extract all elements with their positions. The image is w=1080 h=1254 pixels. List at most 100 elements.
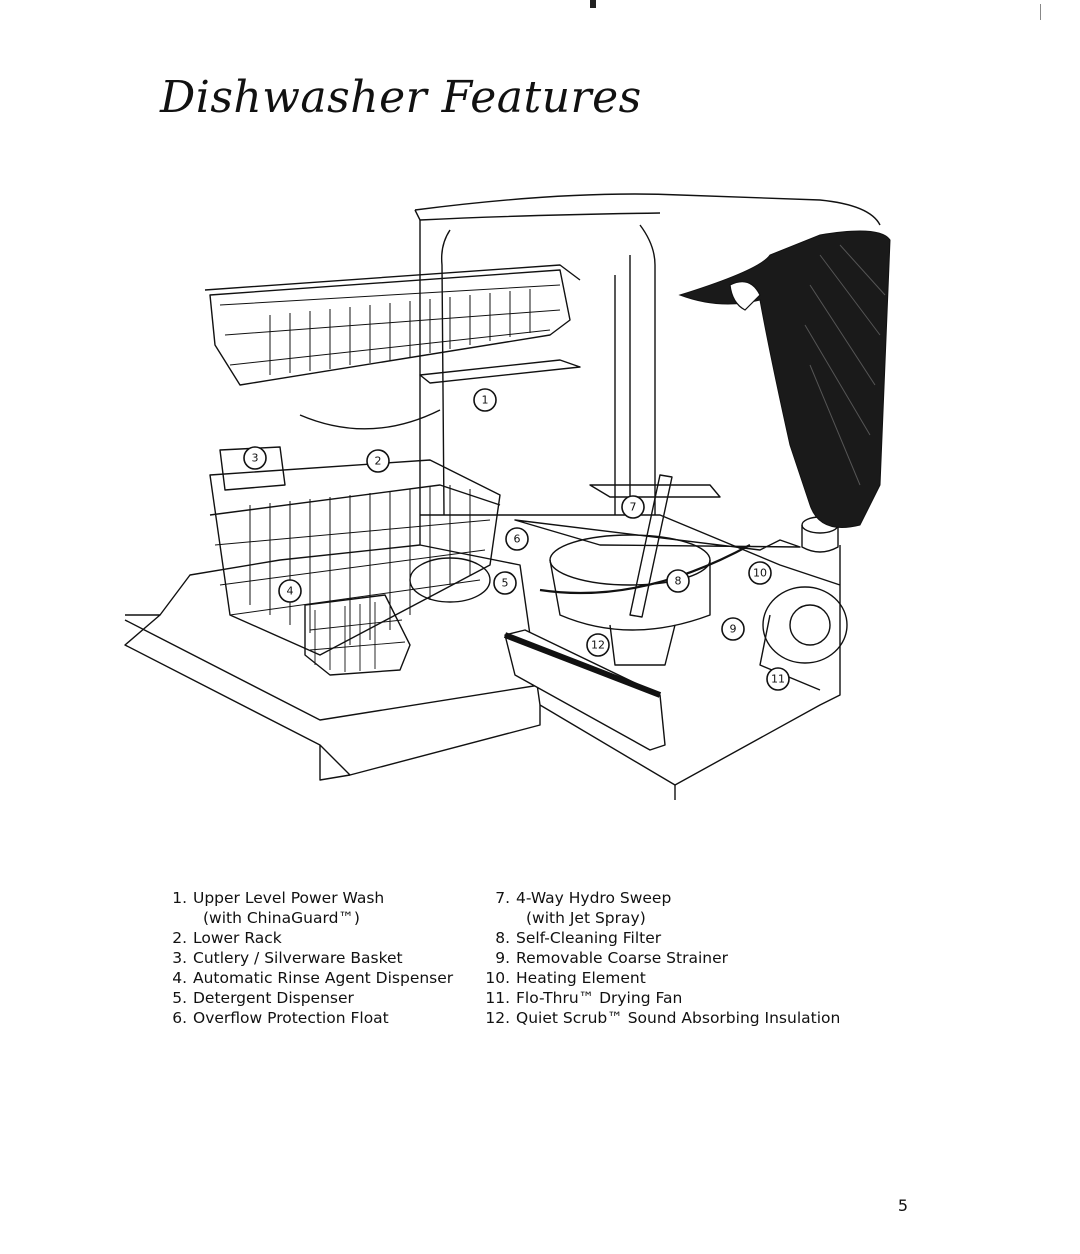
feature-item: 6. Overflow Protection Float (155, 1008, 465, 1028)
callout-5: 5 (493, 571, 517, 595)
callout-2: 2 (366, 449, 390, 473)
tub-floor (420, 514, 841, 586)
upper-rack-outline (209, 269, 571, 386)
callout-9: 9 (721, 617, 745, 641)
tub-back-wall (440, 229, 451, 516)
feature-label: Overflow Protection Float (193, 1009, 389, 1027)
heating-element (539, 544, 751, 595)
feature-label: Upper Level Power Wash (193, 889, 385, 907)
fan-housing (762, 586, 848, 664)
feature-number: 2. (172, 929, 187, 947)
blanket-latch (729, 281, 761, 311)
svg-text:5: 5 (502, 577, 509, 590)
detergent-dispenser (409, 557, 491, 603)
upper-spray-arc (299, 409, 441, 430)
callout-7: 7 (621, 495, 645, 519)
feature-number: 9. (495, 949, 510, 967)
callout-6: 6 (505, 527, 529, 551)
cutlery-basket (304, 594, 411, 676)
svg-text:1: 1 (482, 394, 489, 407)
feature-sublabel: (with ChinaGuard™) (203, 909, 360, 927)
feature-number: 12. (485, 1009, 510, 1027)
feature-label: Lower Rack (193, 929, 282, 947)
features-list-left: 1. Upper Level Power Wash (with ChinaGua… (155, 888, 465, 1028)
feature-label: 4-Way Hydro Sweep (516, 889, 672, 907)
svg-text:6: 6 (514, 533, 521, 546)
upper-rack-tines (219, 284, 561, 375)
feature-label: Removable Coarse Strainer (516, 949, 729, 967)
callout-8: 8 (666, 569, 690, 593)
feature-label: Flo-Thru™ Drying Fan (516, 989, 683, 1007)
fan-duct (759, 614, 821, 691)
callout-11: 11 (766, 667, 790, 691)
feature-number: 10. (485, 969, 510, 987)
cabinet-top-inner (414, 209, 661, 221)
feature-number: 3. (172, 949, 187, 967)
page-title: Dishwasher Features (160, 72, 642, 123)
insulation-blanket (678, 230, 891, 528)
scan-mark-right (1040, 4, 1041, 20)
cabinet-bottom (539, 704, 676, 786)
feature-item: 12. Quiet Scrub™ Sound Absorbing Insulat… (478, 1008, 878, 1028)
filter-body (549, 559, 711, 631)
svg-text:8: 8 (675, 575, 682, 588)
svg-text:9: 9 (730, 623, 737, 636)
dishwasher-illustration: 1 2 3 4 5 6 7 8 9 10 11 12 (124, 193, 891, 800)
lower-rack-tines (214, 485, 491, 645)
svg-text:4: 4 (287, 585, 294, 598)
feature-item: 11. Flo-Thru™ Drying Fan (478, 988, 878, 1008)
svg-text:12: 12 (591, 639, 605, 652)
feature-number: 8. (495, 929, 510, 947)
feature-item: 8. Self-Cleaning Filter (478, 928, 878, 948)
feature-sublabel: (with Jet Spray) (526, 909, 646, 927)
feature-item: 4. Automatic Rinse Agent Dispenser (155, 968, 465, 988)
upper-spray-arm (419, 359, 581, 384)
feature-item: 9. Removable Coarse Strainer (478, 948, 878, 968)
svg-text:3: 3 (252, 452, 259, 465)
feature-item: 1. Upper Level Power Wash (155, 888, 465, 908)
feature-number: 6. (172, 1009, 187, 1027)
hydro-sweep-arm (514, 519, 801, 551)
feature-number: 4. (172, 969, 187, 987)
lower-rack-outline (209, 459, 501, 656)
callout-3: 3 (243, 446, 267, 470)
feature-item: 7. 4-Way Hydro Sweep (478, 888, 878, 908)
door-lower (319, 745, 351, 781)
tub-right-post (614, 255, 631, 515)
feature-label: Automatic Rinse Agent Dispenser (193, 969, 454, 987)
feature-number: 11. (485, 989, 510, 1007)
lower-rack-rim (209, 484, 501, 516)
feature-item: 10. Heating Element (478, 968, 878, 988)
svg-text:11: 11 (771, 673, 785, 686)
upper-rack-rim (204, 264, 581, 291)
scan-mark-top (590, 0, 596, 8)
feature-label: Cutlery / Silverware Basket (193, 949, 403, 967)
page-number: 5 (897, 1196, 908, 1215)
hydro-sweep-arm-front (629, 474, 673, 618)
feature-item: 3. Cutlery / Silverware Basket (155, 948, 465, 968)
tub-right-wall (639, 224, 656, 515)
feature-item: 5. Detergent Dispenser (155, 988, 465, 1008)
svg-text:7: 7 (630, 501, 637, 514)
feature-label: Quiet Scrub™ Sound Absorbing Insulation (516, 1009, 841, 1027)
callout-10: 10 (748, 561, 772, 585)
cabinet-right (674, 545, 841, 786)
fan-rotor (789, 604, 831, 646)
callout-12: 12 (586, 633, 610, 657)
callout-1: 1 (473, 388, 497, 412)
svg-text:10: 10 (753, 567, 767, 580)
cutlery-basket-grid (309, 602, 406, 672)
feature-number: 1. (172, 889, 187, 907)
cabinet-top (414, 193, 881, 226)
feature-number: 5. (172, 989, 187, 1007)
feature-number: 7. (495, 889, 510, 907)
svg-text:2: 2 (375, 455, 382, 468)
feature-item: 2. Lower Rack (155, 928, 465, 948)
features-list-right: 7. 4-Way Hydro Sweep (with Jet Spray) 8.… (478, 888, 878, 1028)
feature-label: Self-Cleaning Filter (516, 929, 662, 947)
feature-label: Heating Element (516, 969, 646, 987)
door-edge (124, 619, 541, 721)
feature-label: Detergent Dispenser (193, 989, 354, 1007)
callout-4: 4 (278, 579, 302, 603)
strainer (609, 624, 676, 666)
